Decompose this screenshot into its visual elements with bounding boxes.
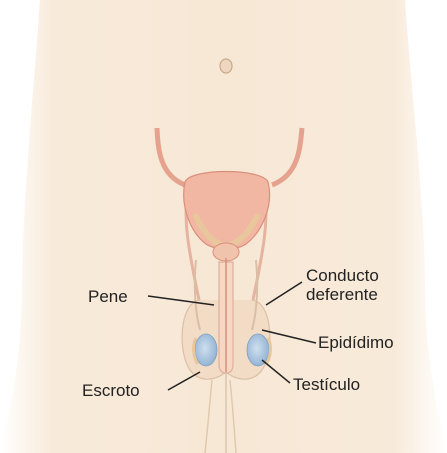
label-epididimo: Epidídimo [318, 333, 394, 352]
label-escroto: Escroto [82, 381, 140, 400]
label-conducto-line2: deferente [306, 285, 379, 304]
testicle-right [247, 334, 269, 366]
testicle-left [195, 334, 217, 366]
label-testiculo: Testículo [293, 375, 360, 394]
navel [220, 59, 232, 73]
label-conducto-line1: Conducto [306, 266, 379, 285]
label-pene: Pene [88, 287, 128, 306]
label-conducto-deferente: Conducto deferente [306, 266, 379, 304]
